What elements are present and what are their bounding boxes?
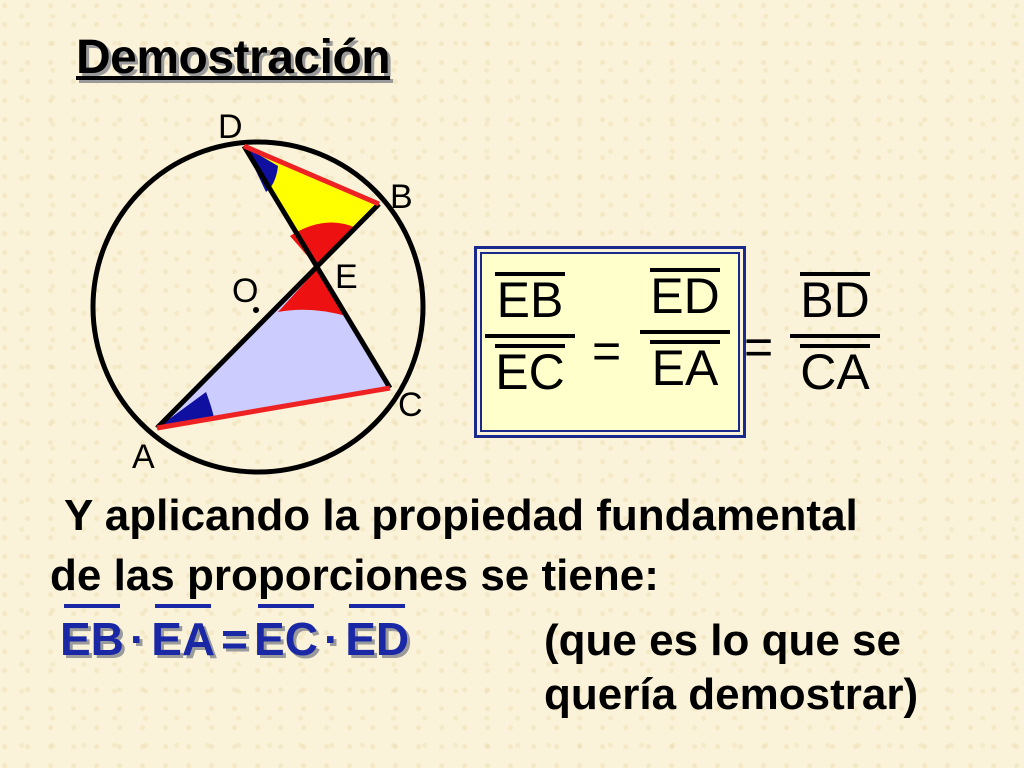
angle-e-lower-red <box>278 268 346 316</box>
fraction-eb-ec: EB EC <box>485 272 575 400</box>
center-dot <box>253 307 259 313</box>
label-c: C <box>398 386 423 424</box>
fraction-denominator: CA <box>790 344 880 400</box>
fraction-bar <box>790 334 880 338</box>
fraction-bar <box>485 334 575 338</box>
segment-ea: EA <box>151 604 215 666</box>
equals-sign-1: = <box>592 323 622 379</box>
fraction-denominator: EA <box>640 340 730 396</box>
slide-title: Demostración <box>76 31 391 84</box>
label-a: A <box>132 438 155 476</box>
fraction-bar <box>640 330 730 334</box>
explanation-paragraph: Y aplicando la propiedad fundamental de … <box>50 486 1000 606</box>
fraction-numerator: ED <box>640 268 730 324</box>
angle-e-upper-red <box>290 222 356 268</box>
segment-ac <box>156 385 391 431</box>
equals-sign-2: = <box>744 319 774 375</box>
fraction-bd-ca: BD CA <box>790 272 880 400</box>
label-b: B <box>390 178 413 216</box>
paragraph-line-2: de las proporciones se tiene: <box>50 551 659 600</box>
operator-equals: = <box>221 613 249 665</box>
fraction-denominator: EC <box>485 344 575 400</box>
label-o: O <box>232 272 258 310</box>
note-line-1: (que es lo que se <box>544 616 901 665</box>
fraction-numerator: EB <box>485 272 575 328</box>
result-equation: EB·EA=EC·ED <box>60 604 409 666</box>
label-e: E <box>335 258 358 296</box>
segment-db <box>243 143 380 207</box>
fraction-numerator: BD <box>790 272 880 328</box>
fraction-ed-ea: ED EA <box>640 268 730 396</box>
paragraph-line-1: Y aplicando la propiedad fundamental <box>64 491 858 540</box>
note-line-2: quería demostrar) <box>544 670 919 719</box>
operator-dot-1: · <box>129 613 146 665</box>
segment-ed: ED <box>345 604 409 666</box>
chord-ab <box>155 202 381 430</box>
circle <box>90 139 426 475</box>
label-d: D <box>218 108 243 146</box>
chord-dc <box>241 144 393 390</box>
segment-ec: EC <box>254 604 318 666</box>
operator-dot-2: · <box>323 613 340 665</box>
segment-eb: EB <box>60 604 124 666</box>
conclusion-note: (que es lo que se quería demostrar) <box>544 614 918 722</box>
